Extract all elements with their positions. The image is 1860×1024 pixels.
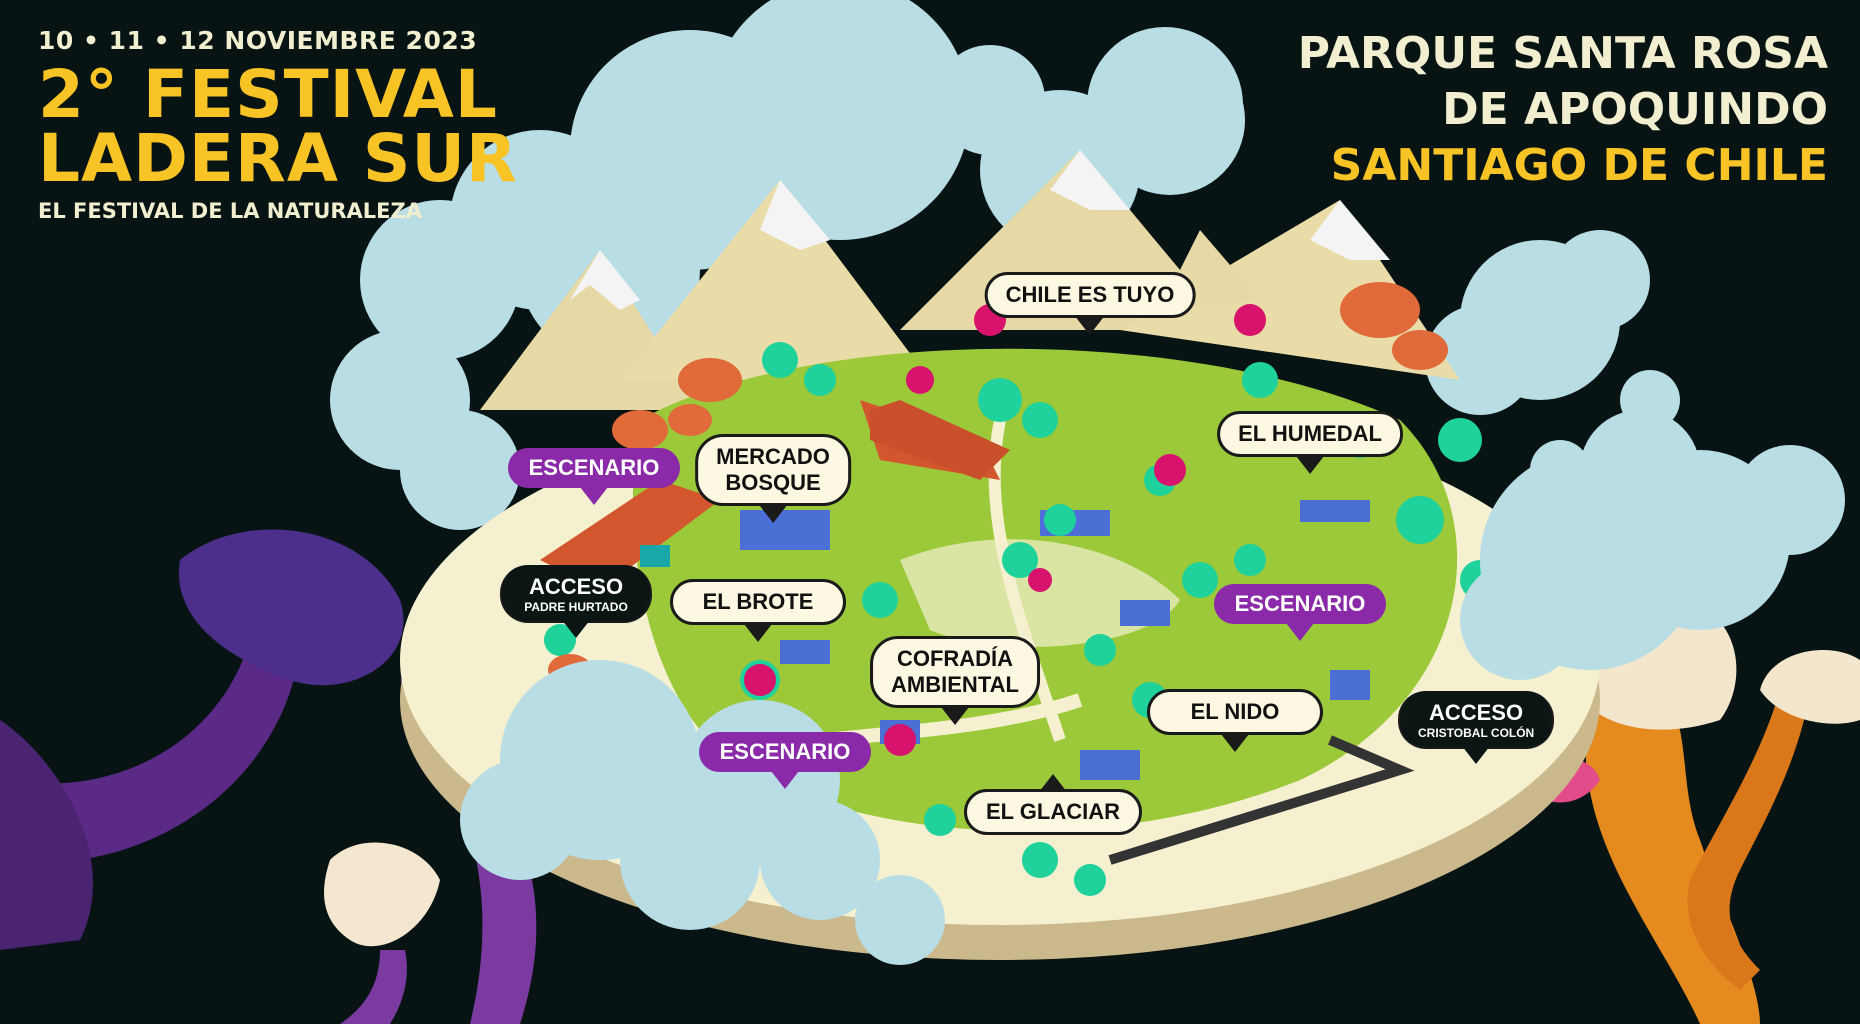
label-cofradia-ambiental[interactable]: COFRADÍA AMBIENTAL — [870, 636, 1040, 725]
label-el-nido[interactable]: EL NIDO — [1147, 689, 1323, 752]
label-cofradia-line1: COFRADÍA — [896, 646, 1014, 671]
buildings — [540, 400, 1010, 590]
label-mercado-bosque-line1: MERCADO — [716, 444, 830, 469]
label-acceso-padre-sub: PADRE HURTADO — [524, 600, 628, 614]
festival-header: 10 • 11 • 12 NOVIEMBRE 2023 2° FESTIVAL … — [38, 26, 518, 223]
label-acceso-colon-sub: CRISTOBAL COLÓN — [1418, 726, 1535, 740]
label-mercado-bosque[interactable]: MERCADO BOSQUE — [695, 434, 851, 523]
label-escenario-1[interactable]: ESCENARIO — [508, 448, 680, 505]
location-line3: SANTIAGO DE CHILE — [1330, 140, 1828, 191]
festival-title-line2: LADERA SUR — [38, 120, 518, 197]
label-chile-es-tuyo[interactable]: CHILE ES TUYO — [984, 272, 1196, 335]
festival-title: 2° FESTIVAL LADERA SUR — [38, 56, 518, 197]
location-line2: DE APOQUINDO — [1442, 84, 1828, 135]
label-el-glaciar[interactable]: EL GLACIAR — [964, 774, 1142, 835]
festival-dates: 10 • 11 • 12 NOVIEMBRE 2023 — [38, 26, 478, 55]
label-acceso-cristobal-colon[interactable]: ACCESO CRISTOBAL COLÓN — [1398, 691, 1554, 764]
label-cofradia-line2: AMBIENTAL — [891, 672, 1019, 697]
label-mercado-bosque-line2: BOSQUE — [725, 470, 821, 495]
label-el-brote[interactable]: EL BROTE — [670, 579, 846, 642]
label-acceso-padre-hurtado[interactable]: ACCESO PADRE HURTADO — [500, 565, 652, 638]
label-acceso-colon-title: ACCESO — [1428, 700, 1524, 725]
location-line1: PARQUE SANTA ROSA — [1297, 28, 1828, 79]
label-escenario-3[interactable]: ESCENARIO — [699, 732, 871, 789]
label-el-humedal[interactable]: EL HUMEDAL — [1217, 411, 1403, 474]
festival-tagline: EL FESTIVAL DE LA NATURALEZA — [38, 199, 422, 223]
festival-title-line1: 2° FESTIVAL — [38, 56, 498, 133]
label-escenario-2[interactable]: ESCENARIO — [1214, 584, 1386, 641]
label-acceso-padre-title: ACCESO — [528, 574, 624, 599]
location-header: PARQUE SANTA ROSA DE APOQUINDO SANTIAGO … — [1298, 26, 1828, 194]
